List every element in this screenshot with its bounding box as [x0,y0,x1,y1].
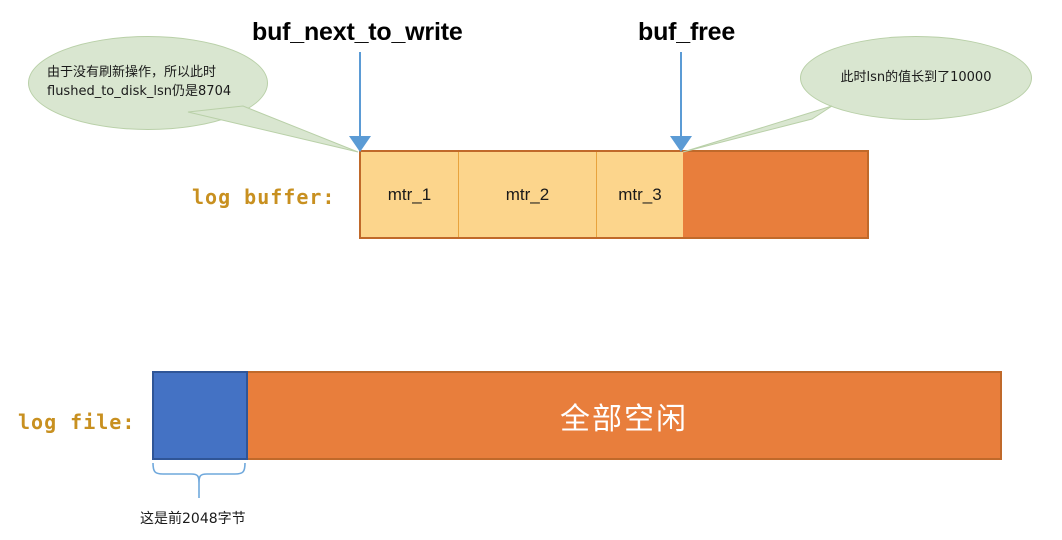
brace-first-2048-bytes [152,462,246,498]
log-buffer-block-mtr-3-label: mtr_3 [618,184,662,204]
arrow-buf-free [670,52,692,152]
log-buffer-block-mtr-1: mtr_1 [361,152,459,237]
log-buffer-block-mtr-1-label: mtr_1 [387,184,432,204]
log-file-bar: 全部空闲 [152,371,1002,460]
callout-lsn-value: 此时lsn的值长到了10000 [800,36,1032,120]
callout-flushed-to-disk-lsn: 由于没有刷新操作，所以此时flushed_to_disk_lsn仍是8704 [28,36,268,130]
log-buffer-block-mtr-2: mtr_2 [459,152,597,237]
callout-tail-lsn-value [682,105,833,153]
arrow-buf-next-to-write [349,52,371,152]
log-file-free-region-label: 全部空闲 [560,402,688,436]
callout-flushed-to-disk-lsn-text: 由于没有刷新操作，所以此时flushed_to_disk_lsn仍是8704 [47,65,232,99]
log-buffer-block-mtr-2-label: mtr_2 [505,184,550,204]
log-file-free-region: 全部空闲 [248,373,1000,458]
log-file-brace-note: 这是前2048字节 [140,511,246,527]
log-file-label: log file: [18,410,136,434]
label-buf-next-to-write: buf_next_to_write [252,18,463,46]
log-buffer-label: log buffer: [192,185,336,209]
log-buffer-free-region [683,152,867,237]
log-buffer-block-mtr-3: mtr_3 [597,152,683,237]
log-file-written-region [152,371,248,460]
callout-lsn-value-text: 此时lsn的值长到了10000 [840,69,992,85]
log-buffer-bar: mtr_1 mtr_2 mtr_3 [359,150,869,239]
label-buf-free: buf_free [638,18,736,46]
